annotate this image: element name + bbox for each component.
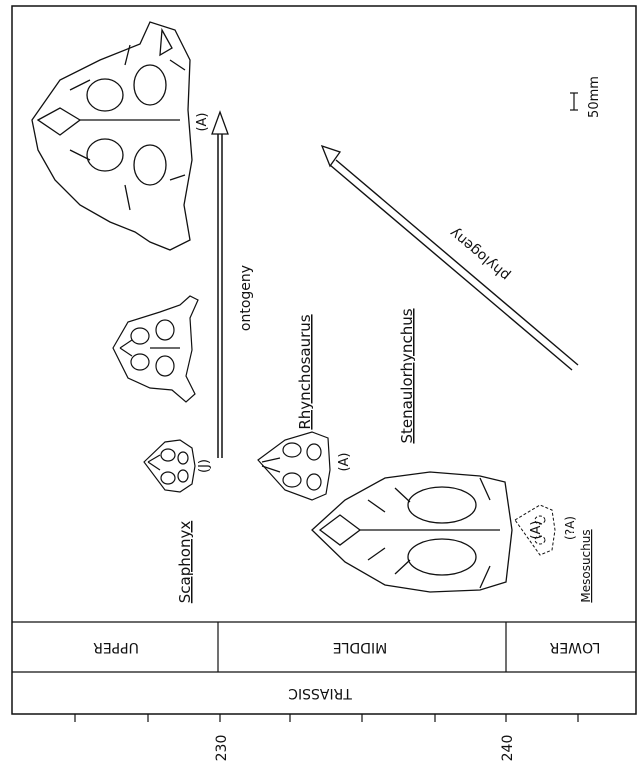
ontogeny-arrow	[212, 112, 228, 458]
phylogeny-label: phylogeny	[447, 224, 513, 283]
scaphonyx-adult-stage-label: (A)	[195, 112, 210, 131]
period-triassic: TRIASSIC	[288, 685, 353, 701]
mesosuchus-stage-label: (?A)	[563, 516, 577, 540]
scale-bar	[570, 93, 578, 110]
rhynchosaurus-stage-label: (A)	[337, 452, 352, 471]
taxon-stenaulorhynchus: Stenaulorhynchus	[398, 308, 416, 443]
stenaulorhynchus-skull	[312, 472, 512, 592]
epoch-lower: LOWER	[549, 639, 600, 655]
rhynchosaurus-skull	[258, 432, 330, 500]
diagram-frame	[12, 6, 636, 714]
epoch-middle: MIDDLE	[333, 639, 387, 655]
scaphonyx-adult-skull	[32, 22, 192, 250]
taxon-rhynchosaurus: Rhynchosaurus	[296, 314, 314, 429]
age-tick-230: 230	[214, 735, 230, 762]
scaphonyx-medium-skull	[113, 296, 198, 402]
phylogeny-arrow	[322, 146, 578, 370]
epoch-upper: UPPER	[93, 639, 139, 655]
scaphonyx-stage-label: (J)	[197, 459, 212, 473]
scale-bar-label: 50mm	[587, 76, 602, 118]
taxon-scaphonyx: Scaphonyx	[176, 521, 194, 604]
ontogeny-label: ontogeny	[238, 265, 254, 331]
age-tick-240: 240	[500, 735, 516, 762]
taxon-mesosuchus: Mesosuchus	[579, 529, 593, 602]
age-axis	[75, 714, 578, 722]
scaphonyx-juvenile-skull	[144, 440, 195, 492]
